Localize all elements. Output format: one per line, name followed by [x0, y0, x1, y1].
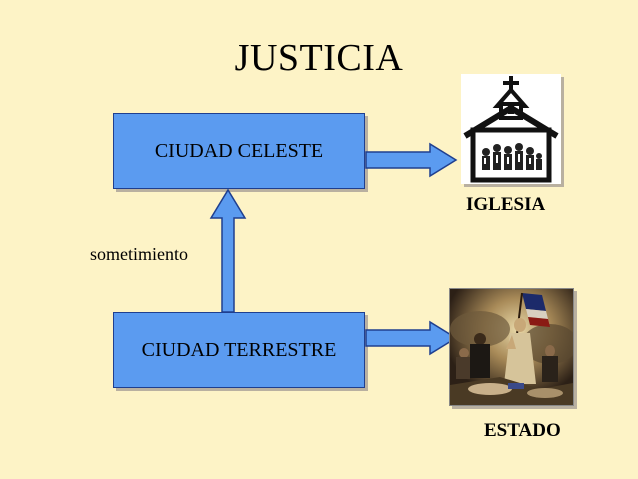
ciudad-celeste-label: CIUDAD CELESTE: [154, 139, 324, 162]
arrow-to-iglesia: [365, 142, 458, 178]
church-icon: [461, 74, 561, 184]
sometimiento-arrow: [209, 188, 247, 313]
arrow-to-estado: [365, 320, 458, 356]
estado-label: ESTADO: [484, 420, 561, 441]
ciudad-celeste-box: CIUDAD CELESTE: [113, 113, 365, 189]
sometimiento-label: sometimiento: [90, 244, 188, 264]
ciudad-terrestre-label: CIUDAD TERRESTRE: [141, 338, 337, 361]
diagram-title: JUSTICIA: [234, 37, 404, 79]
liberty-painting-image: [449, 288, 578, 406]
ciudad-terrestre-box: CIUDAD TERRESTRE: [113, 312, 365, 388]
iglesia-label: IGLESIA: [466, 194, 546, 215]
